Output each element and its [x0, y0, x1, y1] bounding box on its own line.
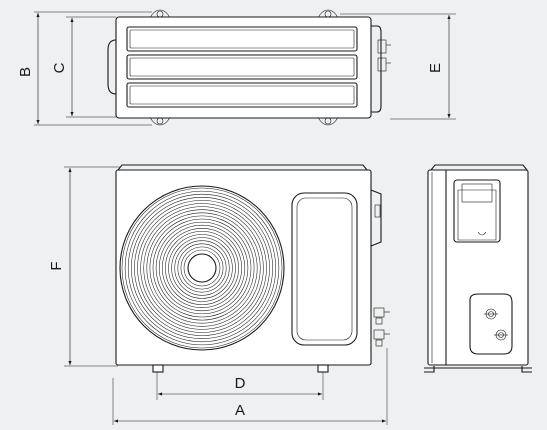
dimension-label-b: B [17, 67, 34, 77]
top-view [34, 9, 456, 126]
dimension-label-a: A [235, 402, 245, 419]
front-view [64, 164, 390, 425]
side-view [424, 164, 532, 373]
dimension-label-e: E [427, 63, 444, 73]
dimension-label-f: F [48, 261, 65, 270]
dimension-label-d: D [235, 375, 246, 392]
fan-grille [119, 185, 285, 351]
dimension-label-c: C [51, 62, 68, 73]
